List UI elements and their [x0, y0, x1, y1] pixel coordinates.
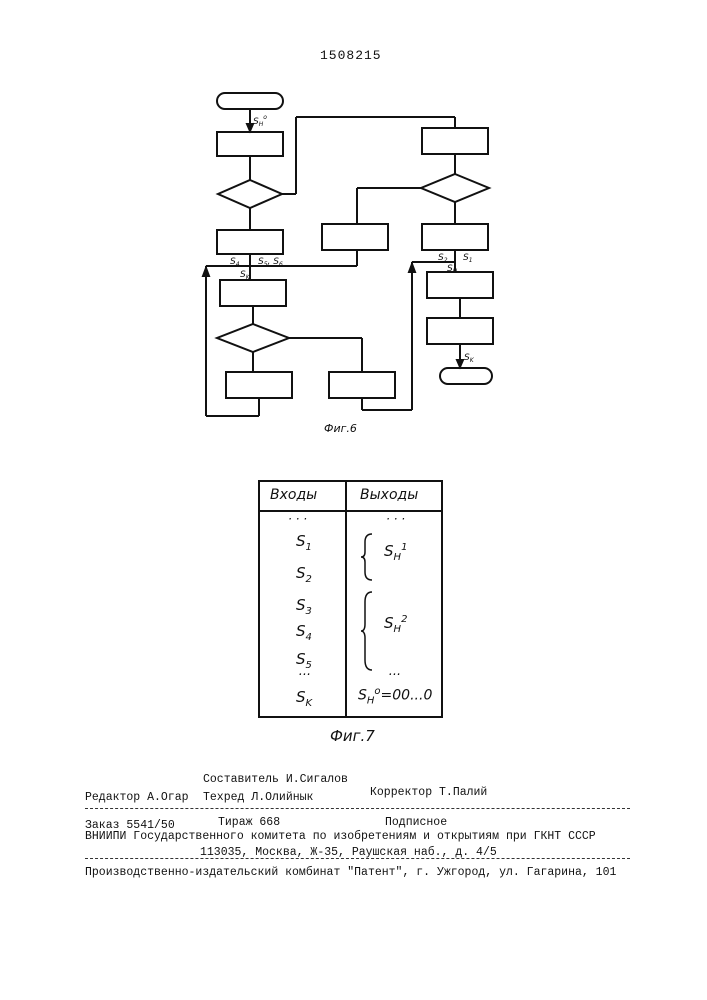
header-inputs: Входы: [270, 487, 317, 503]
process-box-r2: [422, 224, 488, 250]
label-s2: S2: [438, 253, 448, 264]
brace-2: [360, 590, 374, 672]
label-sh0: SHo: [253, 114, 267, 128]
input-s3: S3: [296, 596, 312, 617]
input-sk: SK: [296, 688, 312, 709]
figure6-caption: Фиг.6: [324, 422, 357, 435]
process-box-2: [217, 230, 283, 254]
label-sh: SH: [447, 264, 458, 275]
process-box-4: [226, 372, 292, 398]
output-sh2: SH2: [384, 614, 407, 635]
flowchart-fig6: SHo S4 S5, S6 SK S2 S1 SH SK: [0, 0, 707, 440]
header-outputs: Выходы: [360, 487, 418, 503]
decision-diamond-2: [217, 324, 289, 352]
divider-2: [85, 858, 630, 859]
imprint-compiler: Составитель И.Сигалов: [203, 773, 348, 786]
output-sh0: SHo=00...0: [358, 686, 432, 706]
decision-diamond-r: [421, 174, 489, 202]
process-box-r1: [422, 128, 488, 154]
process-box-r3: [427, 272, 493, 298]
imprint-circulation: Тираж 668: [218, 816, 280, 829]
brace-1: [360, 532, 374, 582]
start-terminal: [217, 93, 283, 109]
label-s1: S1: [463, 253, 473, 264]
decision-diamond-1: [218, 180, 282, 208]
divider-1: [85, 808, 630, 809]
input-s2: S2: [296, 564, 312, 585]
imprint-editor: Редактор А.Огар: [85, 791, 189, 804]
output-dots-1: · · ·: [386, 512, 405, 526]
process-box-m: [322, 224, 388, 250]
output-dots-2: ···: [388, 668, 400, 683]
process-box-3: [220, 280, 286, 306]
output-sh1: SH1: [384, 542, 407, 563]
end-terminal: [440, 368, 492, 384]
label-s4: S4: [230, 257, 240, 268]
label-sk-end: SK: [464, 353, 475, 364]
process-box-r4: [427, 318, 493, 344]
imprint-vniipi: ВНИИПИ Государственного комитета по изоб…: [85, 830, 596, 843]
imprint-techred: Техред Л.Олийнык: [203, 791, 313, 804]
truth-table: Входы Выходы · · · S1 S2 S3 S4 S5 ··· SK…: [258, 480, 443, 718]
input-s1: S1: [296, 532, 312, 553]
input-dots-1: · · ·: [288, 512, 307, 526]
label-s5s6: S5, S6: [258, 257, 283, 268]
input-s4: S4: [296, 622, 312, 643]
input-dots-2: ···: [298, 668, 310, 683]
imprint-publisher: Производственно-издательский комбинат "П…: [85, 866, 616, 879]
imprint-corrector: Корректор Т.Палий: [370, 786, 487, 799]
process-box-1: [217, 132, 283, 156]
figure7-caption: Фиг.7: [330, 727, 375, 745]
process-box-5: [329, 372, 395, 398]
imprint-subscription: Подписное: [385, 816, 447, 829]
